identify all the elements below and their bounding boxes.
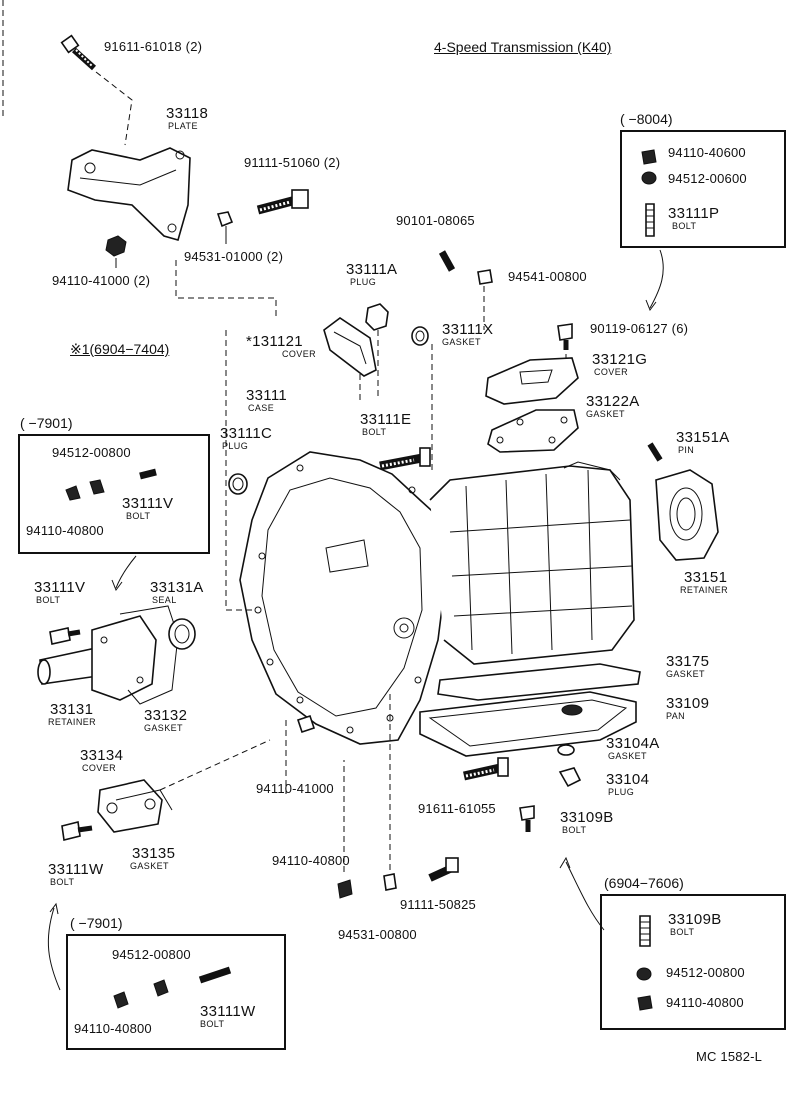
box-bottom-right-date: (6904−7606) bbox=[604, 875, 684, 891]
part-type: GASKET bbox=[586, 409, 625, 419]
part-number: 94110-41000 bbox=[256, 781, 334, 796]
box-mid-left-date: ( −7901) bbox=[20, 415, 73, 431]
part-number: 33111W bbox=[48, 861, 104, 878]
diagram-title: 4-Speed Transmission (K40) bbox=[434, 39, 612, 55]
part-type: SEAL bbox=[152, 595, 177, 605]
part-number: 94531-01000 (2) bbox=[184, 249, 284, 264]
part-number: 91111-51060 (2) bbox=[244, 155, 341, 170]
main-date-range: ※1(6904−7404) bbox=[70, 341, 170, 357]
part-number: 33111V bbox=[122, 495, 174, 512]
part-type: BOLT bbox=[362, 427, 387, 437]
plate-33118-icon bbox=[67, 147, 191, 241]
part-number: 33175 bbox=[666, 653, 710, 670]
part-number: 33111W bbox=[200, 1003, 256, 1020]
part-number: 33104 bbox=[606, 771, 650, 788]
box-bottom-left-date: ( −7901) bbox=[70, 915, 123, 931]
box-bottom-right bbox=[600, 894, 786, 1030]
part-type: BOLT bbox=[50, 877, 75, 887]
part-number: 94531-00800 bbox=[338, 927, 417, 942]
part-number: 94110-41000 (2) bbox=[52, 273, 151, 288]
part-number: 94512-00800 bbox=[52, 445, 131, 460]
part-number: 94110-40800 bbox=[74, 1021, 152, 1036]
part-number: 90101-08065 bbox=[396, 213, 475, 228]
part-type: BOLT bbox=[126, 511, 151, 521]
part-number: 33118 bbox=[166, 105, 209, 122]
part-number: 33109B bbox=[560, 809, 614, 826]
part-number: 94110-40600 bbox=[668, 145, 746, 160]
part-number: 33135 bbox=[132, 845, 176, 862]
part-type: BOLT bbox=[36, 595, 61, 605]
part-number: 33111A bbox=[346, 261, 398, 278]
part-type: GASKET bbox=[130, 861, 169, 871]
part-number: 33151 bbox=[684, 569, 728, 586]
part-type: GASKET bbox=[666, 669, 705, 679]
part-type: COVER bbox=[282, 349, 317, 359]
box-top-right-date: ( −8004) bbox=[620, 111, 673, 127]
part-type: COVER bbox=[82, 763, 117, 773]
part-type: RETAINER bbox=[680, 585, 729, 595]
part-number: 94512-00800 bbox=[666, 965, 745, 980]
part-number: 94541-00800 bbox=[508, 269, 587, 284]
part-type: RETAINER bbox=[48, 717, 97, 727]
part-number: 94110-40800 bbox=[666, 995, 744, 1010]
part-type: BOLT bbox=[670, 927, 695, 937]
part-number: 33111 bbox=[246, 387, 287, 404]
part-type: PLUG bbox=[350, 277, 377, 287]
catalog-code: MC 1582-L bbox=[696, 1049, 763, 1064]
case-33111-icon bbox=[239, 451, 635, 745]
part-type: PLUG bbox=[608, 787, 635, 797]
part-number: 33131A bbox=[150, 579, 204, 596]
part-number: 94512-00800 bbox=[112, 947, 191, 962]
part-number: 94512-00600 bbox=[668, 171, 747, 186]
box-bottom-left bbox=[66, 934, 286, 1050]
part-type: PAN bbox=[666, 711, 686, 721]
part-number: 33111P bbox=[668, 205, 720, 222]
part-number: 33122A bbox=[586, 393, 640, 410]
part-number: 91611-61055 bbox=[418, 801, 496, 816]
part-number: 33151A bbox=[676, 429, 730, 446]
part-type: COVER bbox=[594, 367, 629, 377]
part-number: 33132 bbox=[144, 707, 188, 724]
bolt-91611-61018-icon bbox=[60, 34, 97, 71]
part-type: PLATE bbox=[168, 121, 198, 131]
part-type: GASKET bbox=[608, 751, 647, 761]
retainer-33131-icon bbox=[37, 605, 179, 705]
part-number: 33134 bbox=[80, 747, 124, 764]
part-number: 91111-50825 bbox=[400, 897, 476, 912]
bolt-91111-51060-icon bbox=[256, 189, 309, 215]
part-type: BOLT bbox=[672, 221, 697, 231]
part-number: 94110-40800 bbox=[272, 853, 350, 868]
part-number: 91611-61018 (2) bbox=[104, 39, 203, 54]
part-number: 90119-06127 (6) bbox=[590, 321, 689, 336]
part-type: GASKET bbox=[442, 337, 481, 347]
box-top-right bbox=[620, 130, 786, 248]
part-number: 33131 bbox=[50, 701, 94, 718]
part-type: CASE bbox=[248, 403, 275, 413]
box-mid-left bbox=[18, 434, 210, 554]
part-type: BOLT bbox=[562, 825, 587, 835]
part-number: 33109B bbox=[668, 911, 722, 928]
part-number: 33111V bbox=[34, 579, 86, 596]
part-type: PLUG bbox=[222, 441, 249, 451]
part-number: 94110-40800 bbox=[26, 523, 104, 538]
part-number: 33111X bbox=[442, 321, 494, 338]
part-number: *131121 bbox=[246, 333, 303, 350]
part-number: 33104A bbox=[606, 735, 660, 752]
part-number: 33111E bbox=[360, 411, 412, 428]
part-type: GASKET bbox=[144, 723, 183, 733]
part-number: 33111C bbox=[220, 425, 273, 442]
part-number: 33121G bbox=[592, 351, 648, 368]
part-type: BOLT bbox=[200, 1019, 225, 1029]
part-type: PIN bbox=[678, 445, 695, 455]
part-number: 33109 bbox=[666, 695, 710, 712]
